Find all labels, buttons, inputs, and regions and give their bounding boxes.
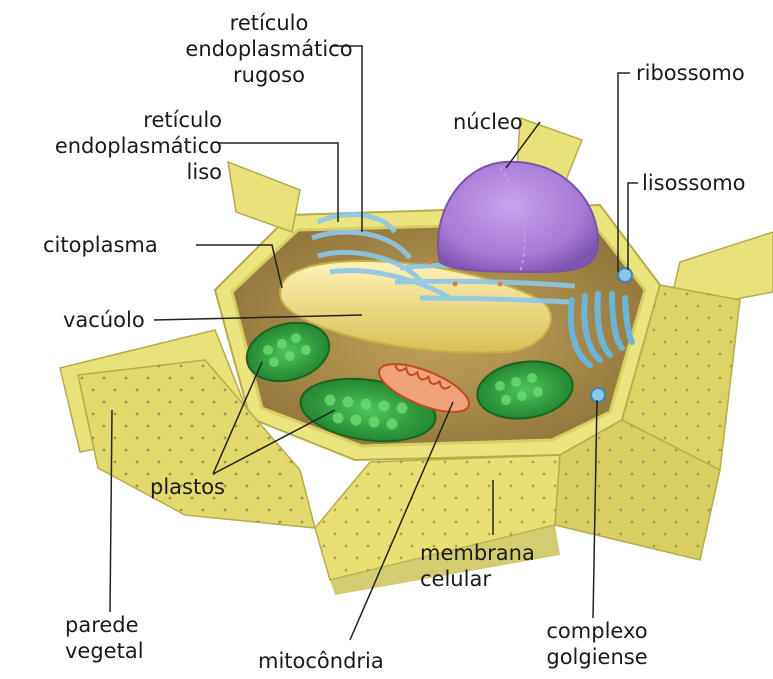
label-cytoplasm: citoplasma [43,232,158,258]
label-lysosome: lisossomo [642,170,746,196]
label-vacuole: vacúolo [63,307,145,333]
label-plastids: plastos [150,474,225,500]
label-golgi: complexo golgiense [522,618,672,670]
label-ribosome: ribossomo [636,60,745,86]
label-smooth-er: retículo endoplasmático liso [0,107,222,185]
label-nucleus: núcleo [453,109,523,135]
label-cell-wall: parede vegetal [65,612,144,664]
label-rough-er: retículo endoplasmático rugoso [150,10,388,88]
label-mitochondria: mitocôndria [258,648,384,674]
label-cell-membrane: membrana celular [420,540,535,592]
nucleus-shape [438,162,598,272]
